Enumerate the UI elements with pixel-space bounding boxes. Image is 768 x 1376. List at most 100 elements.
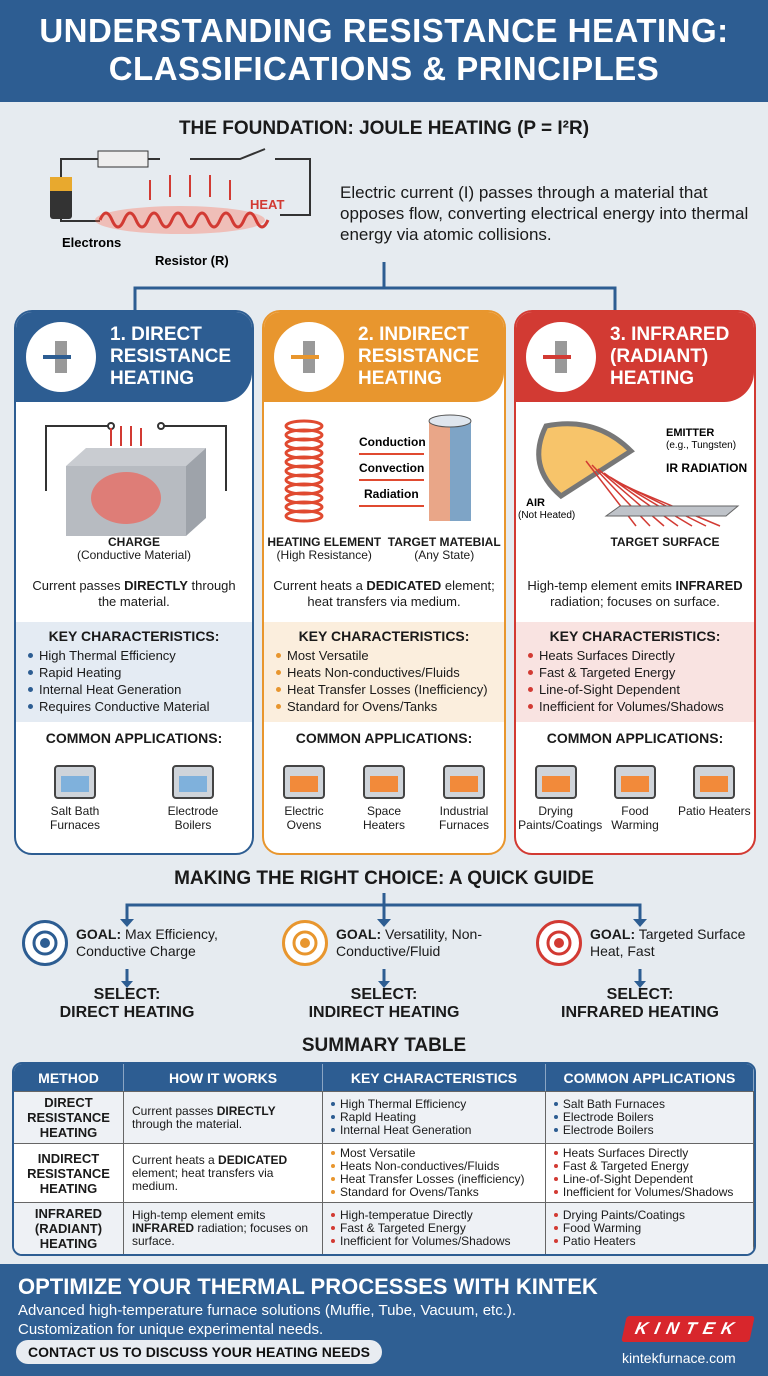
website-link[interactable]: kintekfurnace.com bbox=[622, 1350, 736, 1366]
guide-goal: GOAL: Max Efficiency, Conductive Charge bbox=[22, 920, 252, 966]
card-header: 3. INFRARED (RADIANT) HEATING bbox=[516, 312, 754, 402]
summary-title: SUMMARY TABLE bbox=[301, 1035, 467, 1056]
guide-goal: GOAL: Targeted Surface Heat, Fast bbox=[536, 920, 766, 966]
resistor-coil bbox=[98, 211, 270, 229]
how-cell: Current heats a DEDICATED element; heat … bbox=[124, 1143, 323, 1202]
illustration-labels: CHARGE(Conductive Material) bbox=[16, 536, 252, 572]
cell-item: Heats Non-conductives/Fluids bbox=[331, 1160, 537, 1173]
foundation-description: Electric current (I) passes through a ma… bbox=[340, 183, 749, 244]
guide-selection: SELECT:INDIRECT HEATING bbox=[308, 986, 460, 1021]
electrons-label: Electrons bbox=[62, 235, 121, 250]
target-label: TARGET MATEBIAL bbox=[387, 535, 501, 549]
kc-item: Requires Conductive Material bbox=[28, 698, 240, 715]
table-header: COMMON APPLICATIONS bbox=[545, 1064, 754, 1091]
table-header: METHOD bbox=[14, 1064, 124, 1091]
cell-item: Fast & Targeted Energy bbox=[331, 1222, 537, 1235]
food-warmer-icon bbox=[597, 750, 672, 800]
kc-item: Standard for Ovens/Tanks bbox=[276, 698, 492, 715]
cell-item: Heats Surfaces Directly bbox=[553, 1147, 745, 1160]
key-characteristics: KEY CHARACTERISTICS: High Thermal Efficie… bbox=[16, 622, 252, 722]
cell-item: High-temperatue Directly bbox=[331, 1209, 537, 1222]
card-header: 2. INDIRECT RESISTANCE HEATING bbox=[264, 312, 504, 402]
diagram-label: Convection bbox=[359, 461, 424, 475]
oven-icon bbox=[267, 750, 342, 800]
kc-item: Internal Heat Generation bbox=[28, 681, 240, 698]
card-header: 1. DIRECT RESISTANCE HEATING bbox=[16, 312, 252, 402]
footer-line-1: Advanced high-temperature furnace soluti… bbox=[18, 1302, 517, 1319]
cell-item: Inefficient for Volumes/Shadows bbox=[553, 1186, 745, 1199]
footer-banner: OPTIMIZE YOUR THERMAL PROCESSES WITH KIN… bbox=[0, 1264, 768, 1376]
method-cell: INDIRECT RESISTANCE HEATING bbox=[14, 1143, 124, 1202]
application-item: Drying Paints/Coatings bbox=[518, 750, 602, 832]
diagram-label: (Not Heated) bbox=[518, 510, 575, 521]
kc-title: KEY CHARACTERISTICS: bbox=[48, 628, 220, 644]
target-surface-label: TARGET SURFACE bbox=[610, 535, 720, 549]
diagram-label: (e.g., Tungsten) bbox=[666, 440, 736, 451]
kc-item: Heat Transfer Losses (Inefficiency) bbox=[276, 681, 492, 698]
patio-heater-icon bbox=[677, 750, 752, 800]
ap-title: COMMON APPLICATIONS: bbox=[45, 730, 223, 746]
cell-item: Heat Transfer Losses (inefficiency) bbox=[331, 1173, 537, 1186]
card-description: Current passes DIRECTLY through the mate… bbox=[32, 578, 236, 609]
connector-lines bbox=[133, 262, 617, 310]
guide-arrows bbox=[120, 893, 647, 988]
gear-icon bbox=[22, 920, 68, 966]
heat-label: HEAT bbox=[250, 197, 284, 212]
application-item: Industrial Furnaces bbox=[427, 750, 502, 832]
diagram-label: EMITTER bbox=[666, 427, 714, 439]
title-line-1: UNDERSTANDING RESISTANCE HEATING: bbox=[39, 12, 729, 49]
kc-item: Line-of-Sight Dependent bbox=[528, 681, 742, 698]
application-item: Space Heaters bbox=[347, 750, 422, 832]
cell-item: Rapld Heating bbox=[331, 1111, 537, 1124]
card-title: 2. INDIRECT RESISTANCE HEATING bbox=[358, 324, 480, 389]
heat-lamp-icon bbox=[526, 322, 596, 392]
kc-item: Rapid Heating bbox=[28, 664, 240, 681]
card-description: High-temp element emits INFRARED radiati… bbox=[527, 578, 743, 609]
guide-selection: SELECT:DIRECT HEATING bbox=[59, 986, 195, 1021]
diagram-label: AIR bbox=[526, 497, 545, 509]
cell-item: High Thermal Efficiency bbox=[331, 1098, 537, 1111]
card-description: Current heats a DEDICATED element; heat … bbox=[273, 578, 495, 609]
illustration-labels: HEATING ELEMENT(High Resistance) TARGET M… bbox=[264, 536, 504, 572]
application-item: Electrode Boilers bbox=[156, 750, 231, 832]
card-illustration bbox=[16, 406, 252, 536]
card-direct: 1. DIRECT RESISTANCE HEATING CHARGE(Condu… bbox=[14, 310, 254, 855]
diagram-label: Radiation bbox=[364, 487, 419, 501]
element-sublabel: (High Resistance) bbox=[276, 548, 372, 562]
cell-item: Inefficient for Volumes/Shadows bbox=[331, 1235, 537, 1248]
spray-gun-icon bbox=[518, 750, 593, 800]
card-title: 3. INFRARED (RADIANT) HEATING bbox=[610, 324, 730, 389]
method-cell: DIRECT RESISTANCE HEATING bbox=[14, 1091, 124, 1143]
ap-title: COMMON APPLICATIONS: bbox=[295, 730, 473, 746]
charge-label: CHARGE bbox=[107, 535, 160, 549]
element-label: HEATING ELEMENT bbox=[267, 535, 382, 549]
kc-item: High Thermal Efficiency bbox=[28, 647, 240, 664]
method-cell: INFRARED (RADIANT) HEATING bbox=[14, 1202, 124, 1254]
target-sublabel: (Any State) bbox=[414, 548, 475, 562]
page-title: UNDERSTANDING RESISTANCE HEATING: CLASSI… bbox=[0, 0, 768, 102]
how-cell: Current passes DIRECTLY through the mate… bbox=[124, 1091, 323, 1143]
kintek-logo: KINTEK bbox=[621, 1316, 755, 1342]
contact-button[interactable]: CONTACT US TO DISCUSS YOUR HEATING NEEDS bbox=[16, 1340, 382, 1364]
cell-item: Internal Heat Generation bbox=[331, 1124, 537, 1137]
cell-item: Salt Bath Furnaces bbox=[553, 1098, 745, 1111]
box-flask-icon bbox=[282, 920, 328, 966]
kc-item: Inefficient for Volumes/Shadows bbox=[528, 698, 742, 715]
diagram-label: IR RADIATION bbox=[666, 461, 747, 475]
cell-item: Fast & Targeted Energy bbox=[553, 1160, 745, 1173]
foundation-title: THE FOUNDATION: JOULE HEATING (P = I²R) bbox=[178, 118, 590, 139]
cell-item: Standard for Ovens/Tanks bbox=[331, 1186, 537, 1199]
joule-circuit-diagram: HEAT Electrons Resistor (R) bbox=[50, 148, 311, 268]
cell-item: Most Versatile bbox=[331, 1147, 537, 1160]
guide-selection: SELECT:INFRARED HEATING bbox=[561, 986, 719, 1021]
kc-title: KEY CHARACTERISTICS: bbox=[298, 628, 470, 644]
